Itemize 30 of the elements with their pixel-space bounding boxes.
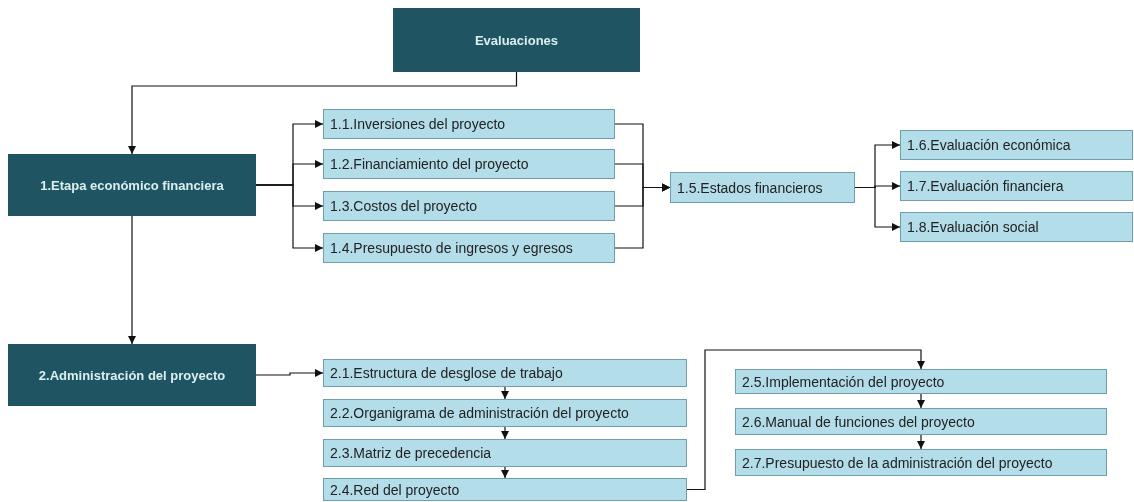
process-box: 1.4.Presupuesto de ingresos y egresos: [323, 233, 615, 263]
process-box: 2.5.Implementación del proyecto: [735, 369, 1107, 394]
process-box: 2.3.Matriz de precedencia: [323, 439, 687, 467]
process-box: 2.6.Manual de funciones del proyecto: [735, 408, 1107, 435]
arrow: [500, 466, 510, 479]
arrow: [686, 349, 926, 491]
category-box: Evaluaciones: [393, 8, 640, 72]
process-box: 1.3.Costos del proyecto: [323, 191, 615, 221]
process-box: 1.2.Financiamiento del proyecto: [323, 149, 615, 179]
arrow: [916, 393, 926, 409]
category-box: 2.Administración del proyecto: [8, 344, 256, 406]
arrow: [255, 368, 324, 378]
process-box: 2.2.Organigrama de administración del proyecto: [323, 399, 687, 427]
arrow: [614, 183, 671, 249]
process-box: 1.5.Estados financieros: [670, 172, 855, 203]
arrow: [916, 434, 926, 450]
arrow: [854, 186, 901, 232]
arrow: [500, 386, 510, 400]
process-box: 1.7.Evaluación financiera: [900, 171, 1133, 201]
arrow: [255, 184, 324, 253]
category-box: 1.Etapa económico financiera: [8, 154, 256, 216]
process-box: 2.7.Presupuesto de la administración del proyecto: [735, 449, 1107, 476]
arrow: [500, 426, 510, 440]
arrow: [127, 71, 518, 155]
process-box: 1.1.Inversiones del proyecto: [323, 109, 615, 139]
process-box: 2.4.Red del proyecto: [323, 478, 687, 501]
arrow: [127, 215, 137, 345]
process-box: 1.8.Evaluación social: [900, 212, 1133, 242]
process-box: 1.6.Evaluación económica: [900, 130, 1133, 160]
process-box: 2.1.Estructura de desglose de trabajo: [323, 359, 687, 387]
